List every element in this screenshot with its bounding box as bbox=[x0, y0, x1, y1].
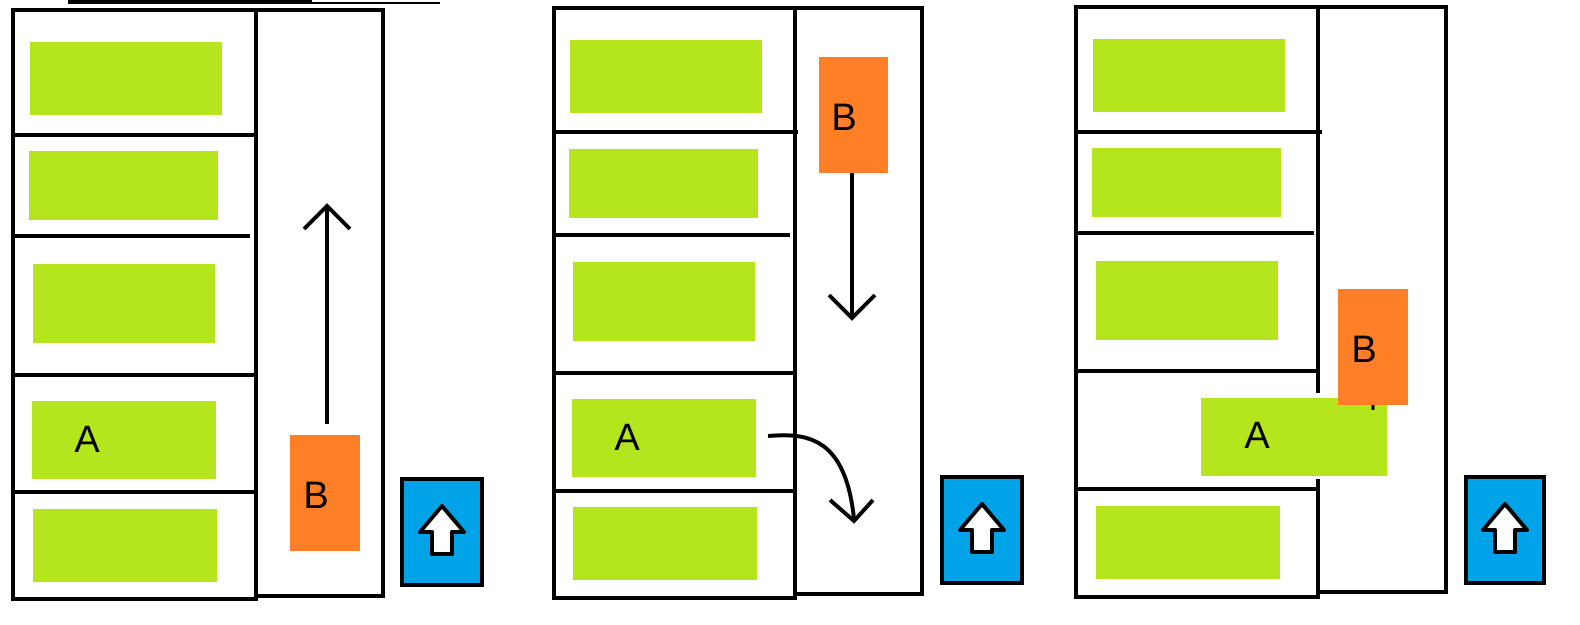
slot-block bbox=[1096, 261, 1278, 340]
panel-3: A B bbox=[1074, 5, 1546, 599]
slot-block bbox=[1096, 506, 1280, 579]
label-b: B bbox=[1351, 329, 1376, 371]
block-a bbox=[32, 401, 216, 479]
curved-arrow bbox=[767, 433, 856, 520]
slot-block bbox=[1092, 148, 1281, 217]
block-b bbox=[290, 435, 360, 551]
lane bbox=[254, 8, 385, 598]
slot-block bbox=[1093, 39, 1285, 112]
panel-2: A B bbox=[552, 6, 1024, 600]
block-b bbox=[819, 57, 888, 173]
block-b bbox=[1338, 289, 1408, 405]
label-a: A bbox=[614, 417, 640, 459]
panel-1: A B bbox=[11, 8, 484, 601]
slot-block bbox=[30, 42, 222, 115]
label-a: A bbox=[1244, 415, 1270, 457]
slot-block bbox=[573, 507, 757, 580]
label-b: B bbox=[303, 475, 328, 517]
block-a bbox=[1201, 398, 1387, 476]
slot-block bbox=[570, 40, 762, 113]
up-arrow-head bbox=[302, 203, 352, 231]
slot-block bbox=[29, 151, 218, 220]
slot-block bbox=[573, 262, 755, 341]
lane bbox=[793, 6, 924, 596]
slot-block bbox=[33, 264, 215, 343]
block-a bbox=[572, 399, 756, 477]
label-a: A bbox=[74, 419, 100, 461]
slot-block bbox=[569, 149, 758, 218]
slot-block bbox=[33, 509, 217, 582]
curved-arrow-head bbox=[828, 498, 875, 524]
label-b: B bbox=[831, 97, 856, 139]
down-arrow-head bbox=[827, 293, 877, 321]
